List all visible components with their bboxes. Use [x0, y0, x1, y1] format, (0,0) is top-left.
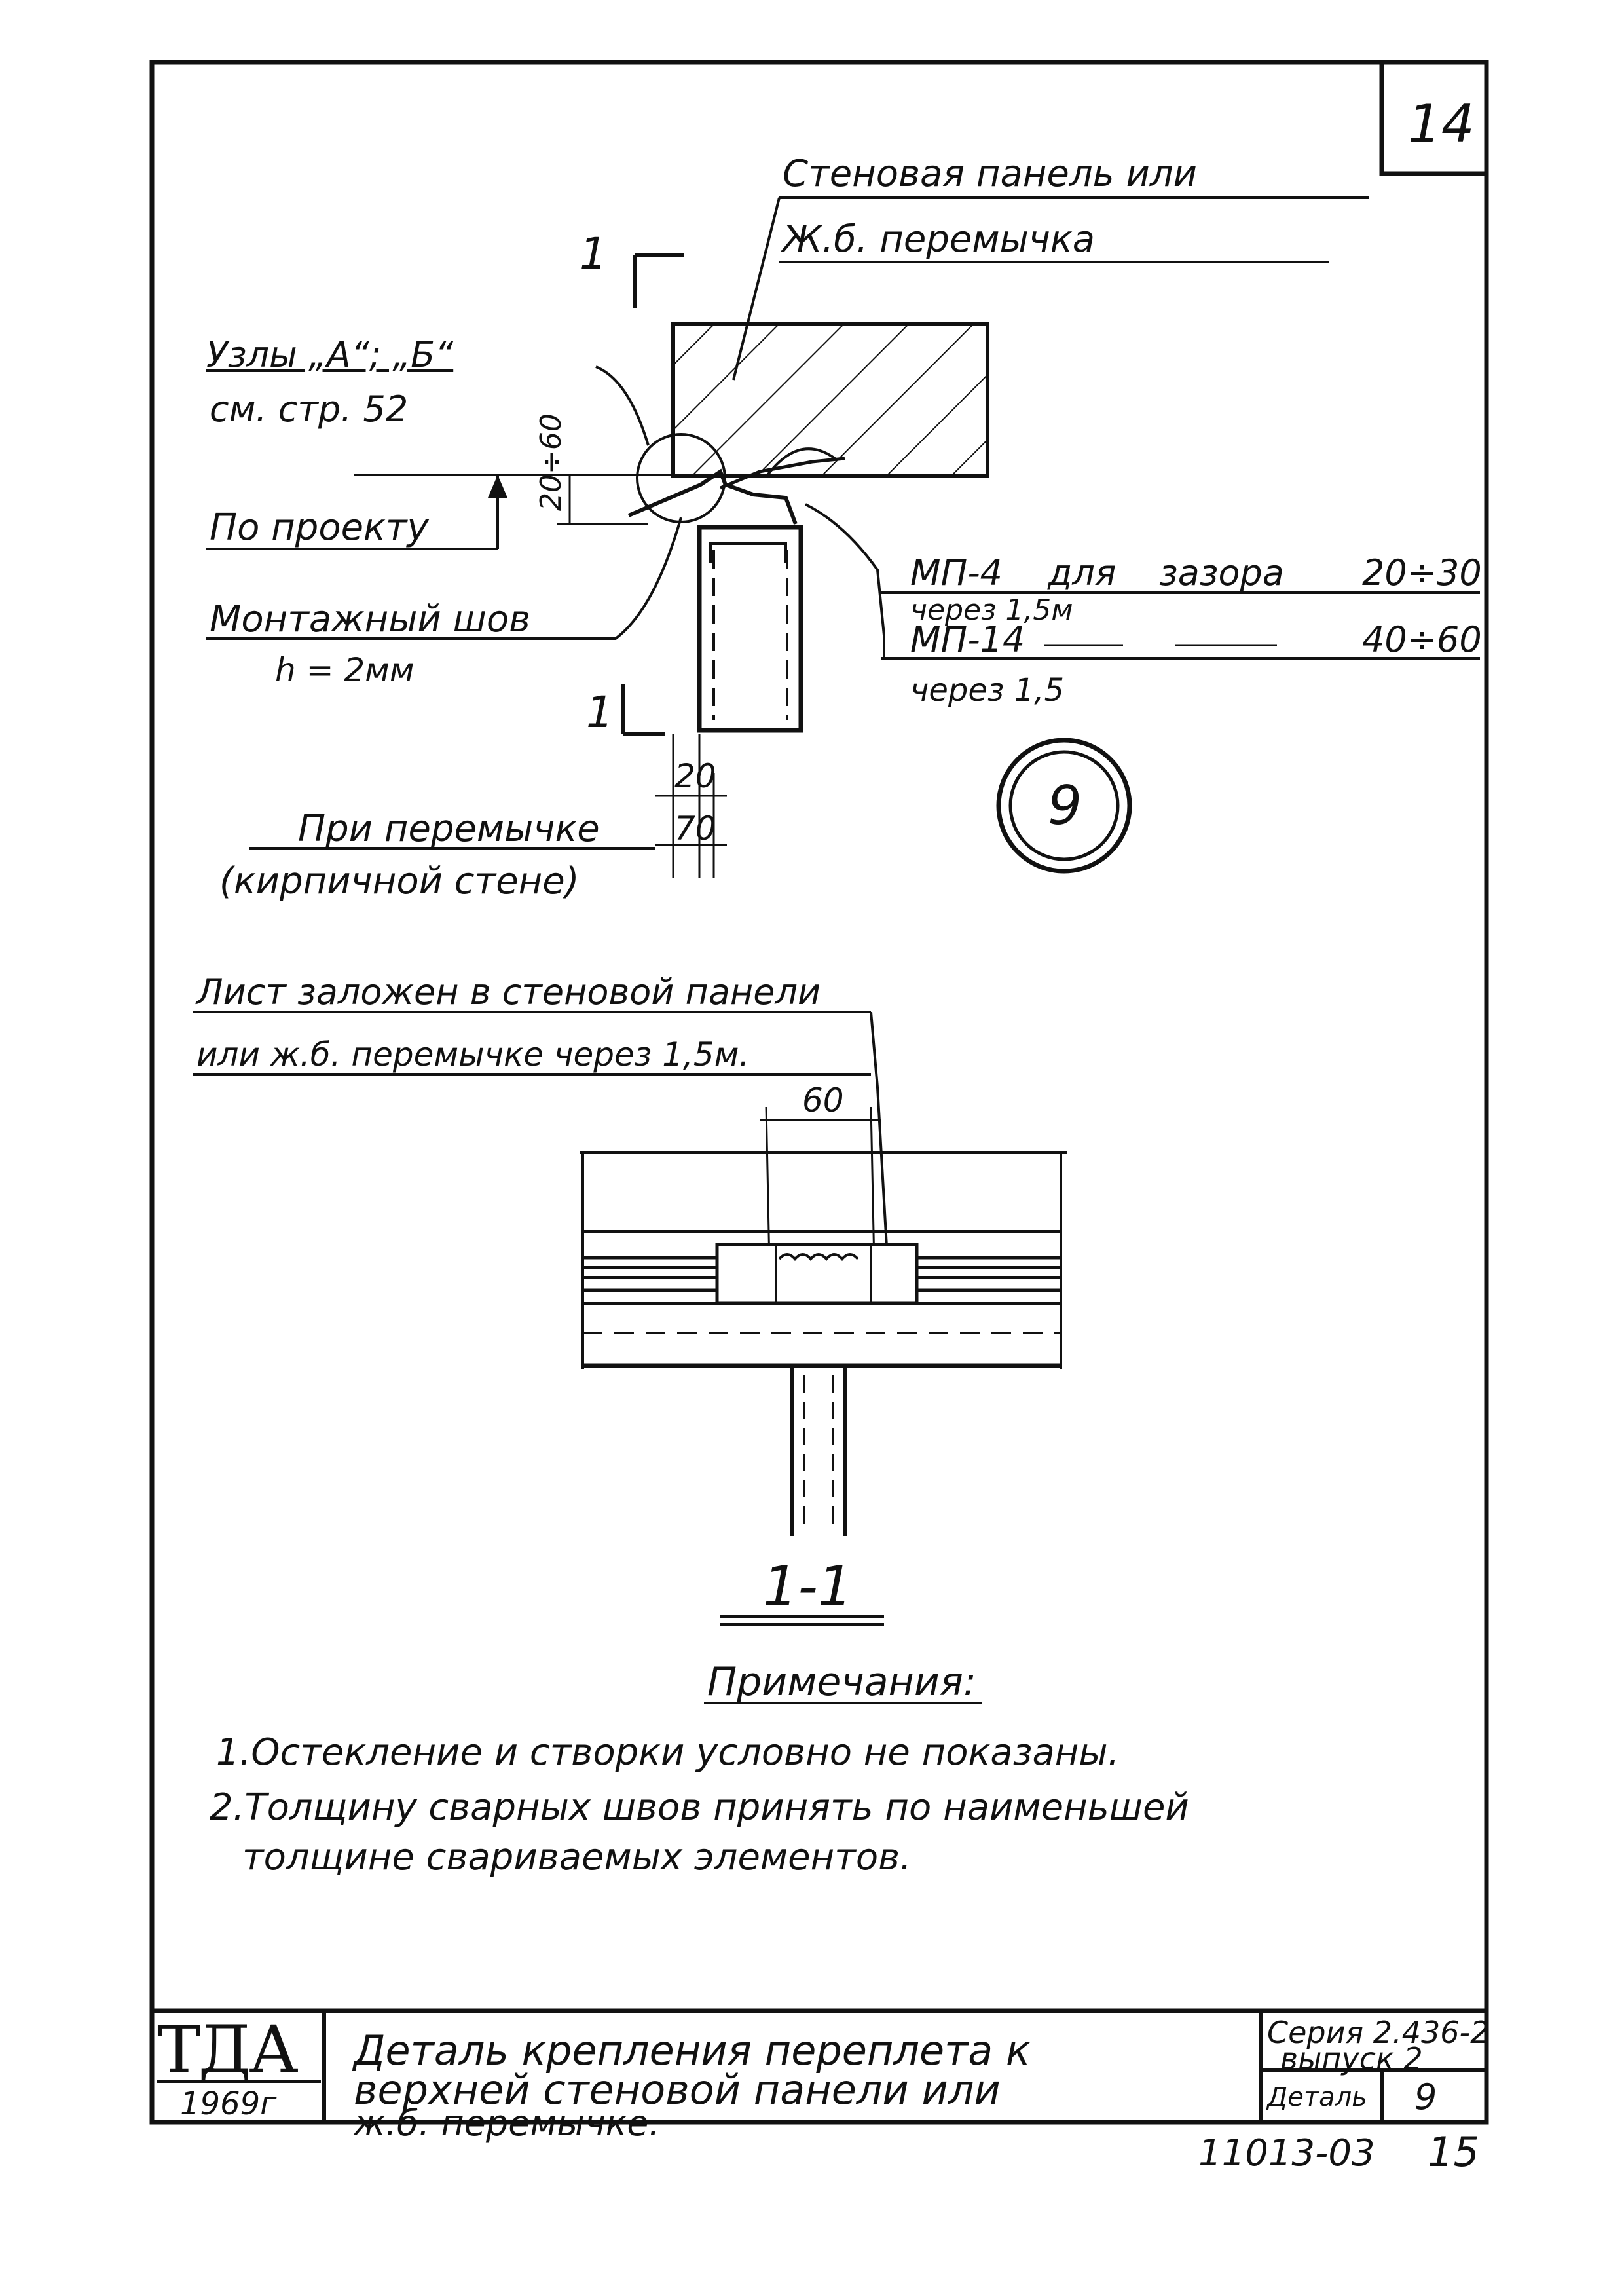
brick-label-1: При перемычке [298, 808, 600, 850]
detail-label: Деталь [1267, 2082, 1367, 2112]
anchor-plate [765, 447, 836, 478]
nodes-label-1: Узлы „А“; „Б“ [206, 334, 454, 375]
sash-profile [627, 468, 798, 525]
by-project-label: По проекту [210, 506, 429, 549]
mount-seam-label-1: Монтажный шов [210, 598, 531, 641]
mount-seam-label-2: h = 2мм [275, 651, 415, 689]
footer-page: 15 [1428, 2128, 1479, 2176]
mp4-gap-label: зазора [1159, 552, 1284, 593]
section-mark-top-label: 1 [580, 229, 607, 279]
org-year: 1969г [180, 2086, 277, 2122]
page-number-box [1379, 62, 1486, 176]
page-number: 14 [1408, 94, 1475, 155]
dim-60-ext1 [765, 1106, 771, 1265]
section-title: 1-1 [763, 1554, 853, 1618]
sheet-label-2: или ж.б. перемычке через 1,5м. [196, 1036, 750, 1074]
brick-label-2: (кирпичной стене) [219, 860, 580, 903]
dim-20-60-label: 20÷60 [534, 413, 568, 511]
by-project-arrow-head [488, 475, 507, 498]
wall-panel-leader [732, 197, 781, 381]
note-1: 1.Остекление и створки условно не показа… [216, 1731, 1120, 1774]
title-line-2: верхней стеновой панели или [354, 2066, 1001, 2114]
mp4-label: МП-4 [910, 552, 1003, 593]
weld-bead [778, 1253, 859, 1262]
mp4-value: 20÷30 [1362, 552, 1482, 593]
mp14-step-label: через 1,5 [910, 672, 1065, 709]
detail-value: 9 [1414, 2076, 1437, 2118]
note-2b: толщине свариваемых элементов. [242, 1836, 912, 1879]
detail-circle-outer [996, 738, 1132, 874]
series-label: Серия 2.436-2 [1267, 2015, 1490, 2050]
nodes-label-2: см. стр. 52 [210, 388, 409, 430]
sheet-leader [870, 1011, 889, 1258]
section-mark-bottom-label: 1 [586, 687, 614, 738]
mp14-label: МП-14 [910, 619, 1025, 660]
mp14-value: 40÷60 [1362, 619, 1482, 660]
nodes-leader [595, 365, 650, 446]
dim-60-label: 60 [802, 1081, 844, 1119]
mp4-step-label: через 1,5м [910, 593, 1073, 627]
frame-tube [697, 525, 803, 733]
wall-panel [671, 322, 989, 478]
note-2a: 2.Толщину сварных швов принять по наимен… [210, 1786, 1189, 1829]
detail-circle-number: 9 [1048, 775, 1082, 837]
mp-leader [805, 503, 885, 658]
mp4-for-label: для [1048, 552, 1116, 593]
issue-label: выпуск 2 [1280, 2041, 1423, 2076]
footer-code: 11013-03 [1198, 2132, 1375, 2175]
wall-panel-label-1: Стеновая панель или [783, 153, 1198, 195]
sash-bracket [720, 457, 845, 490]
title-line-3: ж.б. перемычке. [354, 2103, 660, 2144]
dim-20-label: 20 [674, 757, 716, 795]
sheet-frame [149, 60, 1489, 2125]
notes-title: Примечания: [707, 1659, 977, 1705]
mount-seam-leader [206, 517, 682, 640]
org-logo: ТДА [157, 2011, 299, 2088]
dim-60-ext2 [870, 1106, 876, 1265]
dim-70-label: 70 [674, 810, 716, 848]
sheet-label-1: Лист заложен в стеновой панели [196, 971, 821, 1013]
frame-tube-top-inner [709, 542, 787, 563]
title-line-1: Деталь крепления переплета к [354, 2027, 1031, 2074]
wall-panel-label-2: Ж.б. перемычка [783, 218, 1096, 261]
detail-circle-inner [1008, 750, 1120, 861]
